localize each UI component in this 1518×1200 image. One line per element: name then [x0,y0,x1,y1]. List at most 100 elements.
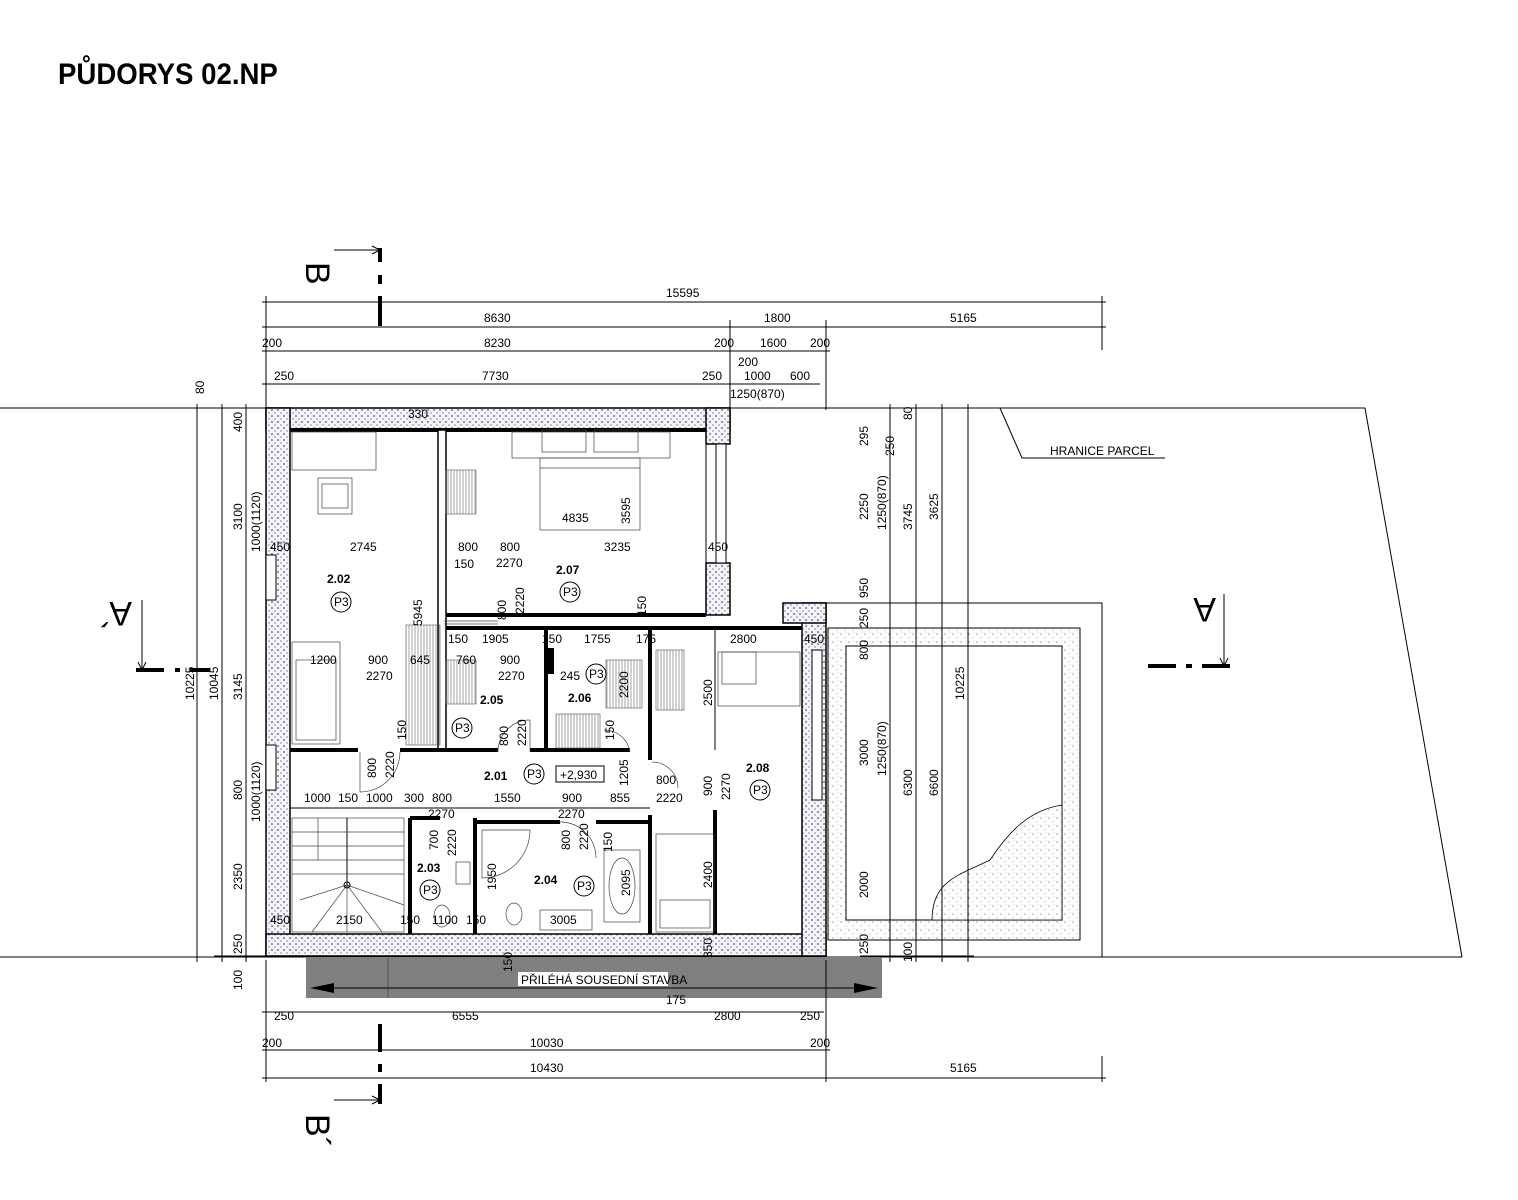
interior-dimensions: 330 450 2745 800 800 3235 450 150 2270 4… [270,407,824,972]
svg-text:1250(870): 1250(870) [875,721,889,776]
left-dimensions: 80 400 3100 1000(1120) 3145 800 1000(112… [183,380,263,990]
svg-text:1000(1120): 1000(1120) [249,762,263,823]
svg-text:2.02: 2.02 [327,572,351,586]
svg-text:450: 450 [270,913,290,927]
svg-text:300: 300 [404,791,424,805]
svg-text:2.03: 2.03 [417,861,441,875]
svg-text:175: 175 [636,632,656,646]
svg-text:800: 800 [559,830,573,850]
room-2-03: 2.03 P3 [417,861,441,901]
svg-text:800: 800 [656,773,676,787]
section-a-right: A [1193,590,1216,628]
svg-text:400: 400 [231,412,245,432]
svg-text:3595: 3595 [619,497,633,524]
svg-text:250: 250 [883,436,897,456]
svg-text:P3: P3 [527,767,542,781]
svg-text:2250: 2250 [857,493,871,520]
svg-text:330: 330 [408,407,428,421]
svg-text:855: 855 [610,791,630,805]
svg-text:3005: 3005 [550,913,577,927]
svg-text:900: 900 [368,653,388,667]
svg-text:250: 250 [231,934,245,954]
svg-text:800: 800 [231,780,245,800]
svg-text:2.07: 2.07 [556,563,580,577]
svg-text:760: 760 [456,653,476,667]
svg-text:250: 250 [702,369,722,383]
section-a-left: A´ [98,594,132,632]
svg-text:2350: 2350 [231,863,245,890]
svg-text:100: 100 [231,970,245,990]
svg-text:6555: 6555 [452,1009,479,1023]
svg-text:2.08: 2.08 [746,761,770,775]
svg-text:1755: 1755 [584,632,611,646]
svg-text:2270: 2270 [558,807,585,821]
svg-text:P3: P3 [589,667,604,681]
svg-text:6600: 6600 [927,769,941,796]
svg-text:800: 800 [500,540,520,554]
room-2-08: 2.08 P3 [746,761,771,801]
section-markers [136,245,1230,1105]
section-b-top: B [298,262,336,285]
svg-text:150: 150 [466,913,486,927]
svg-text:2270: 2270 [498,669,525,683]
svg-text:350: 350 [701,938,715,958]
svg-text:1000: 1000 [366,791,393,805]
svg-text:150: 150 [603,720,617,740]
svg-text:5165: 5165 [950,311,977,325]
svg-text:200: 200 [714,336,734,350]
svg-text:2.05: 2.05 [480,693,504,707]
svg-text:2150: 2150 [336,913,363,927]
room-labels: 2.02 P3 2.07 P3 2.05 P3 2.06 P3 2.01 P3 … [327,563,771,901]
svg-text:1000(1120): 1000(1120) [249,492,263,553]
svg-text:800: 800 [495,600,509,620]
svg-text:2745: 2745 [350,540,377,554]
svg-text:150: 150 [454,557,474,571]
svg-text:3745: 3745 [901,503,915,530]
bottom-dimensions: 250 6555 175 2800 250 200 10030 200 1043… [262,993,977,1075]
svg-text:600: 600 [790,369,810,383]
svg-text:250: 250 [857,934,871,954]
room-2-04: 2.04 P3 [534,873,595,897]
svg-text:5165: 5165 [950,1061,977,1075]
svg-text:200: 200 [262,1036,282,1050]
svg-text:450: 450 [708,540,728,554]
svg-text:2220: 2220 [515,719,529,746]
svg-text:900: 900 [562,791,582,805]
svg-text:P3: P3 [423,883,438,897]
svg-text:10225: 10225 [183,666,197,700]
svg-text:900: 900 [701,776,715,796]
svg-text:200: 200 [810,336,830,350]
svg-text:1550: 1550 [494,791,521,805]
svg-text:800: 800 [458,540,478,554]
room-2-01: 2.01 P3 +2,930 [484,763,605,785]
right-dimensions: 80 295 250 2250 1250(870) 3745 3625 950 … [857,406,967,962]
exterior-walls [265,407,827,957]
doors [359,620,679,859]
svg-text:8630: 8630 [484,311,511,325]
svg-text:1250(870): 1250(870) [730,387,785,401]
svg-text:3235: 3235 [604,540,631,554]
svg-text:1205: 1205 [617,759,631,786]
svg-text:2220: 2220 [656,791,683,805]
svg-text:P3: P3 [563,585,578,599]
svg-text:200: 200 [810,1036,830,1050]
boundary-label: HRANICE PARCEL [1050,444,1155,458]
svg-text:3100: 3100 [231,503,245,530]
svg-text:10030: 10030 [530,1036,564,1050]
svg-text:1250(870): 1250(870) [875,475,889,530]
svg-text:250: 250 [800,1009,820,1023]
svg-text:2095: 2095 [619,869,633,896]
section-b-bottom: B´ [298,1114,336,1148]
svg-text:950: 950 [857,578,871,598]
svg-text:10430: 10430 [530,1061,564,1075]
furniture [291,429,801,933]
svg-text:1600: 1600 [760,336,787,350]
svg-text:2220: 2220 [383,751,397,778]
svg-text:P3: P3 [577,879,592,893]
svg-text:2800: 2800 [714,1009,741,1023]
room-2-07: 2.07 P3 [556,563,581,603]
terrace-area [825,602,1103,958]
svg-text:1800: 1800 [764,311,791,325]
svg-text:4835: 4835 [562,511,589,525]
dimension-lines [196,296,1106,1082]
